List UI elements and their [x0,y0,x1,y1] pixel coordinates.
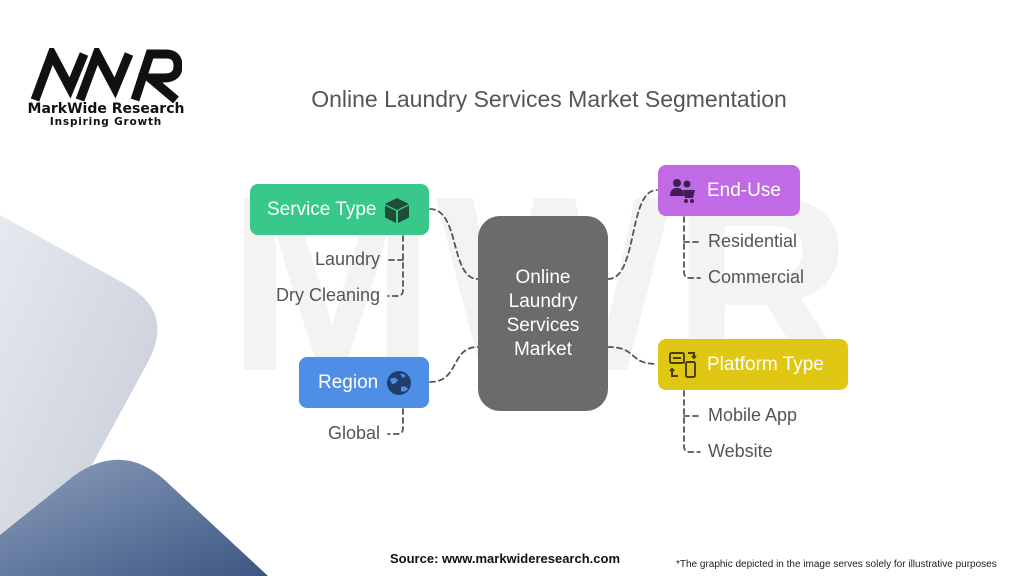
platform-type-item-mobile-app: Mobile App [708,405,798,425]
markwide-logo [30,48,182,104]
devices-icon [669,351,697,378]
connector-region-items [387,408,404,435]
diagram-title: Online Laundry Services Market Segmentat… [311,86,787,112]
connector-platform-type [607,346,658,365]
segment-service-type: Service Type [250,184,429,235]
segment-region-label: Region [318,371,379,393]
connector-platform-items [683,390,701,453]
center-node: Online Laundry Services Market [478,216,608,411]
brand-name: MarkWide Research [27,101,185,117]
background-shape-dark [0,459,268,576]
end-use-item-commercial: Commercial [708,267,805,287]
service-type-item-laundry: Laundry [314,249,380,269]
source-text: Source: www.markwideresearch.com [390,551,621,566]
platform-type-item-website: Website [708,441,773,461]
segment-region: Region [299,357,429,408]
connector-region [429,346,479,383]
end-use-item-residential: Residential [708,231,798,251]
globe-icon [387,370,411,395]
segment-platform-type-label: Platform Type [707,353,824,375]
disclaimer-text: *The graphic depicted in the image serve… [676,559,997,570]
center-node-label: Online Laundry Services Market [506,266,580,360]
service-type-item-dry-cleaning: Dry Cleaning [275,285,380,305]
connector-service-type [429,208,479,280]
connector-end-use [607,189,658,280]
users-cart-icon [670,178,695,203]
segment-platform-type: Platform Type [658,339,848,390]
box-icon [385,197,409,223]
connector-end-use-items [683,216,701,279]
brand-tagline: Inspiring Growth [49,116,163,128]
background-shape-light [0,215,158,576]
segment-end-use-label: End-Use [707,179,781,201]
region-item-global: Global [327,423,380,443]
segment-end-use: End-Use [658,165,800,216]
connector-service-items [387,235,404,297]
segment-service-type-label: Service Type [267,198,377,220]
